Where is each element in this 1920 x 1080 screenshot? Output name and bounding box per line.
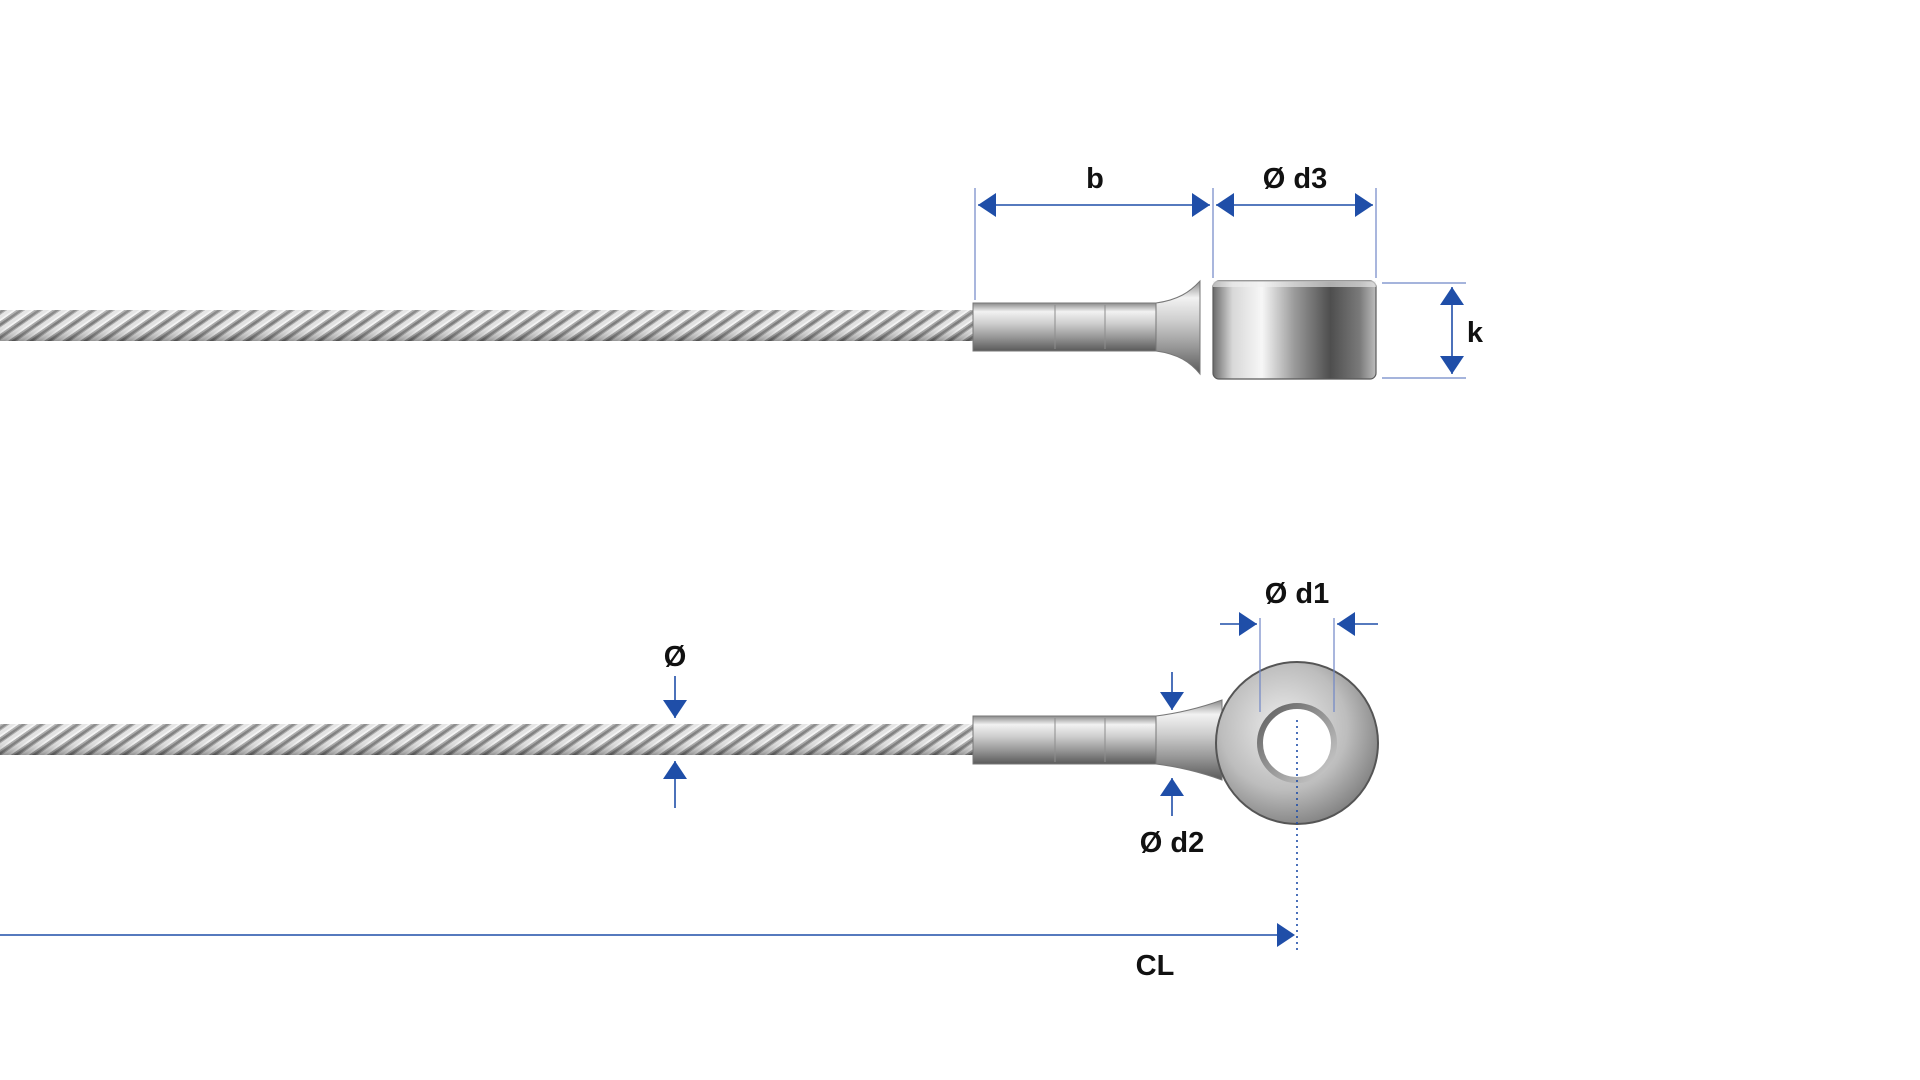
dimension-cl: CL bbox=[0, 923, 1295, 982]
dimension-d3: Ø d3 bbox=[1216, 163, 1373, 217]
wire-rope-top bbox=[0, 310, 975, 341]
wire-rope-bottom bbox=[0, 724, 975, 755]
dimension-k: k bbox=[1440, 287, 1484, 374]
label-d3: Ø d3 bbox=[1263, 163, 1327, 195]
extension-lines-top bbox=[974, 188, 1466, 379]
dimension-rope-diameter: Ø bbox=[663, 641, 687, 808]
side-view: b Ø d3 k bbox=[0, 163, 1484, 380]
label-d2: Ø d2 bbox=[1140, 827, 1204, 859]
dimension-d2: Ø d2 bbox=[1140, 672, 1204, 859]
eye-barrel bbox=[1212, 280, 1377, 380]
eye-ring bbox=[1215, 661, 1379, 825]
label-k: k bbox=[1467, 317, 1484, 349]
ferrule-top bbox=[972, 279, 1201, 376]
front-view: Ø d1 Ø Ø d2 CL bbox=[0, 578, 1379, 982]
extension-lines-d1 bbox=[1259, 618, 1335, 712]
label-rope-diameter: Ø bbox=[664, 641, 687, 673]
dimension-b: b bbox=[978, 163, 1210, 217]
label-d1: Ø d1 bbox=[1265, 578, 1329, 610]
label-b: b bbox=[1086, 163, 1104, 195]
dimension-d1: Ø d1 bbox=[1220, 578, 1378, 636]
label-cl: CL bbox=[1136, 950, 1175, 982]
ferrule-bottom bbox=[972, 699, 1223, 781]
